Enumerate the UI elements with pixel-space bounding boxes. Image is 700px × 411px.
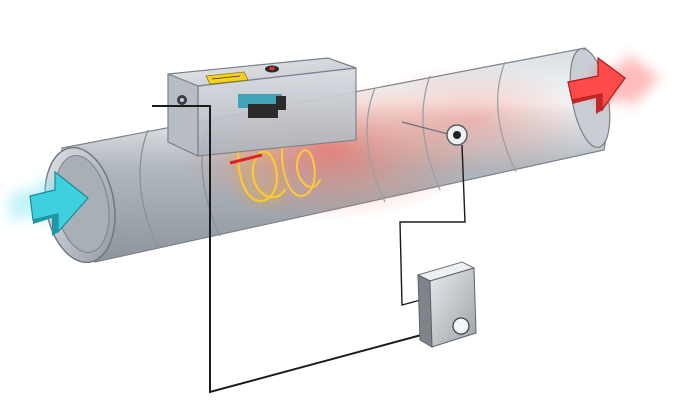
air-inlet-arrow <box>8 170 89 236</box>
air-outlet-arrow <box>567 52 660 114</box>
controller-dial-icon <box>452 317 470 335</box>
duct-temperature-sensor <box>401 121 468 146</box>
control-wiring <box>152 105 466 394</box>
wall-controller <box>416 261 477 348</box>
electric-heater-box <box>167 57 357 157</box>
